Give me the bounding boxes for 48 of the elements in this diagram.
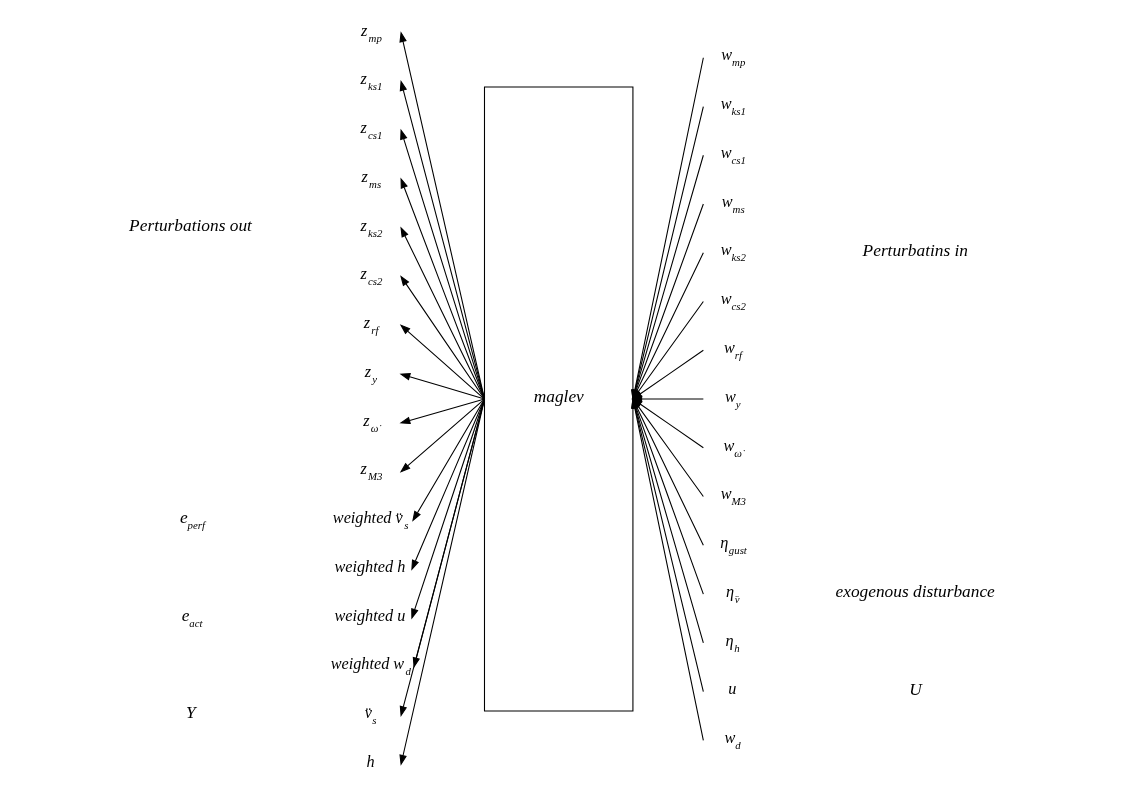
node-text: z$_{cs1}$ (360, 118, 383, 141)
node-text: u (728, 679, 737, 698)
arrow (400, 225, 486, 400)
label: Perturbations out (129, 215, 252, 235)
node-text: z$_{ks2}$ (360, 216, 383, 239)
node-text: z$_{y}$ (364, 362, 378, 385)
node-text: w$_{ms}$ (721, 192, 745, 215)
node-box: maglev (483, 85, 634, 712)
arrow (411, 398, 486, 619)
arrow (400, 128, 486, 400)
node-text: z$_{ms}$ (361, 167, 382, 190)
node-text: η$_{gust}$ (720, 533, 747, 556)
label: exogenous disturbance (835, 581, 995, 601)
label: Y (186, 702, 196, 722)
node-text: z$_{ks1}$ (360, 69, 383, 92)
label: e$_{perf}$ (180, 507, 206, 531)
label: U (909, 679, 922, 699)
node-text: w$_{cs1}$ (720, 143, 746, 166)
node-text: w$_{d}$ (724, 728, 741, 751)
node-text: weighted u (334, 606, 406, 625)
node-text: η$_{v̈}$ (726, 582, 740, 605)
label: e$_{act}$ (181, 605, 203, 629)
node-text: η$_{h}$ (725, 631, 740, 654)
node-text: z$_{rf}$ (363, 313, 379, 336)
arrow (399, 398, 486, 424)
node-text: w$_{mp}$ (721, 45, 746, 68)
node-text: weighted v̈$_{s}$ (332, 508, 409, 531)
node-text: weighted w$_{d}$ (330, 654, 411, 677)
node-text: w$_{y}$ (725, 387, 741, 410)
node-text: weighted h (334, 557, 406, 576)
arrow (411, 398, 486, 571)
node-text: w$_{M3}$ (720, 484, 746, 507)
node-text: w$_{cs2}$ (720, 289, 746, 312)
arrow (412, 398, 486, 522)
node-text: w$_{ks2}$ (720, 240, 746, 263)
node-text: w$_{ks1}$ (720, 94, 746, 117)
node-text: h (366, 752, 375, 771)
arrow (399, 398, 486, 473)
arrow (399, 372, 486, 400)
node-text: z$_{M3}$ (360, 459, 383, 482)
arrow (400, 177, 486, 400)
arrow (400, 274, 486, 400)
node-text: z$_{cs2}$ (360, 264, 383, 287)
arrow (399, 323, 486, 400)
label: Perturbatins in (862, 240, 969, 260)
node-text: z$_{mp}$ (360, 21, 382, 44)
node-text: w$_{rf}$ (723, 338, 742, 361)
node-text: v̈$_{s}$ (364, 703, 377, 726)
